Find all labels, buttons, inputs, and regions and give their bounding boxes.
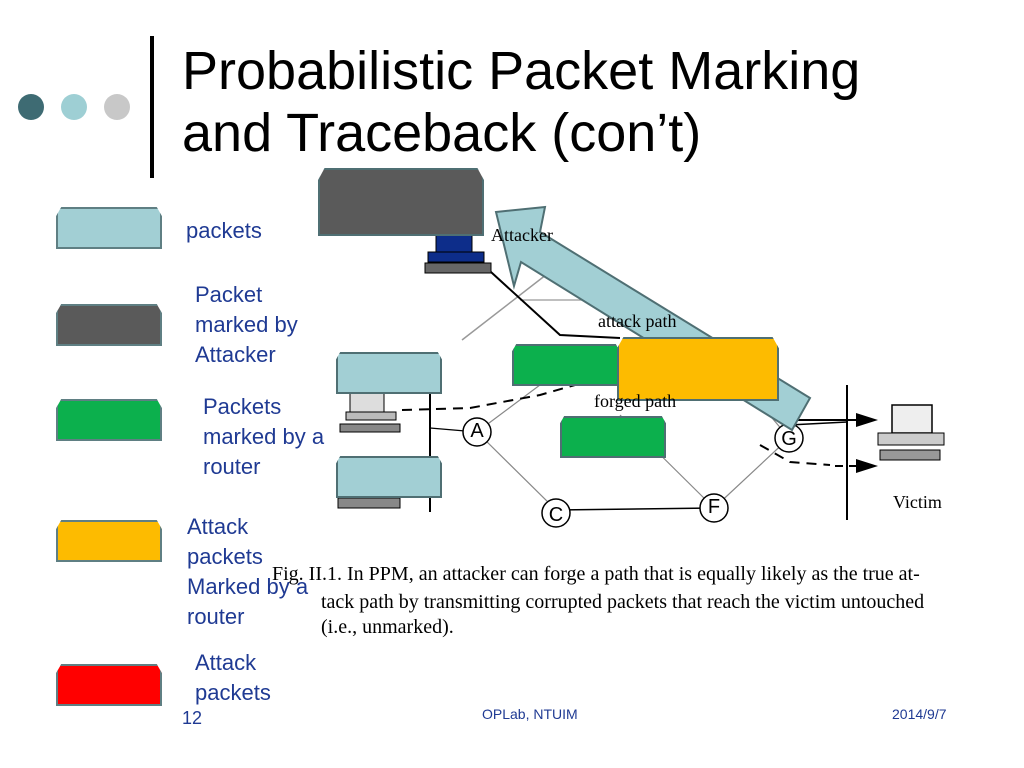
attacker-label: Attacker (491, 225, 553, 245)
legend-label-router-marked: Packets marked by a router (203, 394, 325, 479)
footer-date: 2014/9/7 (892, 706, 947, 722)
forged-path-label: forged path (594, 391, 677, 411)
legend-swatch-attack (56, 664, 162, 706)
node-label-f: F (707, 496, 721, 518)
node-label-c: C (548, 504, 564, 526)
decor-dot-light (104, 94, 130, 120)
router-marked-packet-1 (512, 344, 620, 386)
attack-path-label: attack path (598, 311, 677, 331)
legend-swatch-attack-router-marked (56, 520, 162, 562)
victim-label: Victim (893, 492, 942, 512)
legend-label-attack: Attack packets (195, 650, 271, 705)
node-label-g: G (781, 428, 797, 450)
packet-left-top (336, 352, 442, 394)
node-label-a: A (470, 420, 484, 442)
title-divider (150, 36, 154, 178)
legend-swatch-router-marked (56, 399, 162, 441)
title-line-2: and Traceback (con’t) (182, 103, 702, 163)
legend-swatch-packets (56, 207, 162, 249)
title-line-1: Probabilistic Packet Marking (182, 41, 861, 101)
router-marked-packet-2 (560, 416, 666, 458)
decor-dot-mid (61, 94, 87, 120)
slide-title: Probabilistic Packet Marking and Traceba… (182, 40, 982, 164)
attack-router-marked-packet (617, 337, 779, 401)
packet-left-bottom (336, 456, 442, 498)
figure-caption-line-1: Fig. II.1. In PPM, an attacker can forge… (272, 563, 920, 585)
legend-label-attack-router-marked: Attack packets Marked by a router (187, 514, 309, 629)
legend-swatch-attacker-marked (56, 304, 162, 346)
page-number: 12 (182, 708, 203, 728)
figure-caption-line-3: (i.e., unmarked). (321, 616, 454, 638)
legend-label-packets: packets (186, 218, 262, 243)
legend-label-attacker-marked: Packet marked by Attacker (195, 282, 298, 367)
decor-dot-dark (18, 94, 44, 120)
attacker-marked-packet (318, 168, 484, 236)
figure-caption-line-2: tack path by transmitting corrupted pack… (321, 591, 925, 613)
footer-org: OPLab, NTUIM (482, 706, 578, 722)
